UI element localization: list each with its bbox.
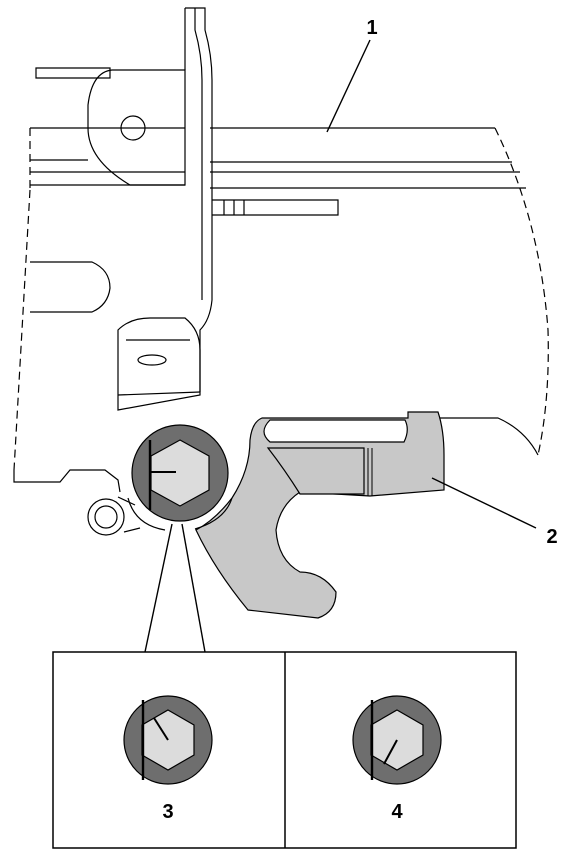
bracket-slot-hole: [137, 354, 167, 366]
detail-nut-3: [123, 695, 213, 785]
left-tab: [35, 67, 111, 79]
left-slot: [30, 261, 111, 313]
slot-bar: [212, 199, 339, 216]
rail-line-4: [30, 184, 526, 189]
frame-assembly: [13, 7, 549, 536]
hitch-pocket: [263, 419, 408, 443]
vertical-plate-inner: [194, 8, 203, 300]
leader-2: [431, 477, 537, 529]
leader-1: [326, 39, 371, 133]
callout-1: 1: [366, 17, 377, 39]
rail-line-2: [30, 159, 512, 163]
frame-dashed-outline: [13, 127, 549, 471]
leader-lines: [144, 39, 537, 653]
detail-nut-4: [352, 695, 442, 785]
leader-detail-right: [181, 523, 206, 653]
upper-bracket: [87, 69, 186, 186]
callout-4: 4: [391, 801, 403, 823]
bracket-hole: [120, 115, 146, 141]
frame-bottom-edge: [13, 469, 121, 493]
main-nut: [131, 424, 229, 522]
pin-outer: [87, 498, 125, 536]
nut-4-indicator: [383, 739, 398, 765]
frame-right-curve: [440, 417, 539, 456]
hitch-hook: [195, 411, 445, 619]
hitch-body: [195, 411, 445, 619]
vertical-plate: [185, 7, 213, 392]
hitch-latch: [266, 447, 365, 495]
callout-2: 2: [546, 526, 557, 548]
nut-3-indicator: [153, 717, 169, 741]
detail-box: [52, 651, 517, 849]
pin-inner: [94, 505, 118, 529]
lower-bracket: [117, 317, 201, 411]
callout-3: 3: [162, 801, 173, 823]
leader-detail-left: [144, 523, 173, 653]
